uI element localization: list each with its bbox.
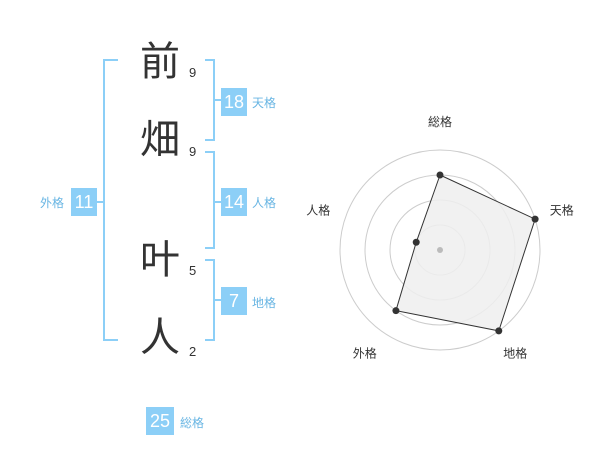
stroke-count-4: 2 — [189, 344, 197, 359]
radar-point-3 — [495, 327, 503, 335]
radar-point-1 — [436, 171, 444, 179]
radar-point-5 — [412, 238, 420, 246]
jinkaku-bracket — [205, 151, 215, 249]
tenkaku-value: 18 — [221, 88, 247, 116]
chikaku-value: 7 — [221, 287, 247, 315]
gaikaku-value: 11 — [71, 188, 97, 216]
radar-grid-ring — [339, 149, 541, 351]
stroke-count-3: 5 — [189, 263, 197, 278]
name-char-1: 前 — [140, 39, 180, 85]
gaikaku-label: 外格 — [40, 196, 65, 210]
stroke-count-2: 9 — [189, 144, 197, 159]
radar-area — [395, 174, 536, 332]
jinkaku-label: 人格 — [252, 196, 277, 210]
radar-axis-label-5: 人格 — [306, 202, 330, 217]
gaikaku-bracket — [103, 59, 118, 341]
radar-center-dot — [437, 247, 443, 253]
radar-axis-label-1: 総格 — [428, 114, 452, 129]
radar-axis-label-4: 外格 — [353, 346, 377, 361]
radar-axis-label-3: 地格 — [503, 346, 527, 361]
name-char-2: 畑 — [140, 117, 180, 163]
soukaku-value: 25 — [146, 407, 174, 435]
radar-point-2 — [531, 215, 539, 223]
soukaku-label: 総格 — [180, 416, 205, 430]
stroke-count-1: 9 — [189, 65, 197, 80]
name-char-3: 叶 — [140, 237, 180, 283]
radar-axis-label-2: 天格 — [550, 202, 574, 217]
chikaku-label: 地格 — [252, 296, 277, 310]
tenkaku-label: 天格 — [252, 96, 277, 110]
jinkaku-value: 14 — [221, 188, 247, 216]
radar-point-4 — [392, 307, 400, 315]
name-char-4: 人 — [140, 315, 180, 361]
